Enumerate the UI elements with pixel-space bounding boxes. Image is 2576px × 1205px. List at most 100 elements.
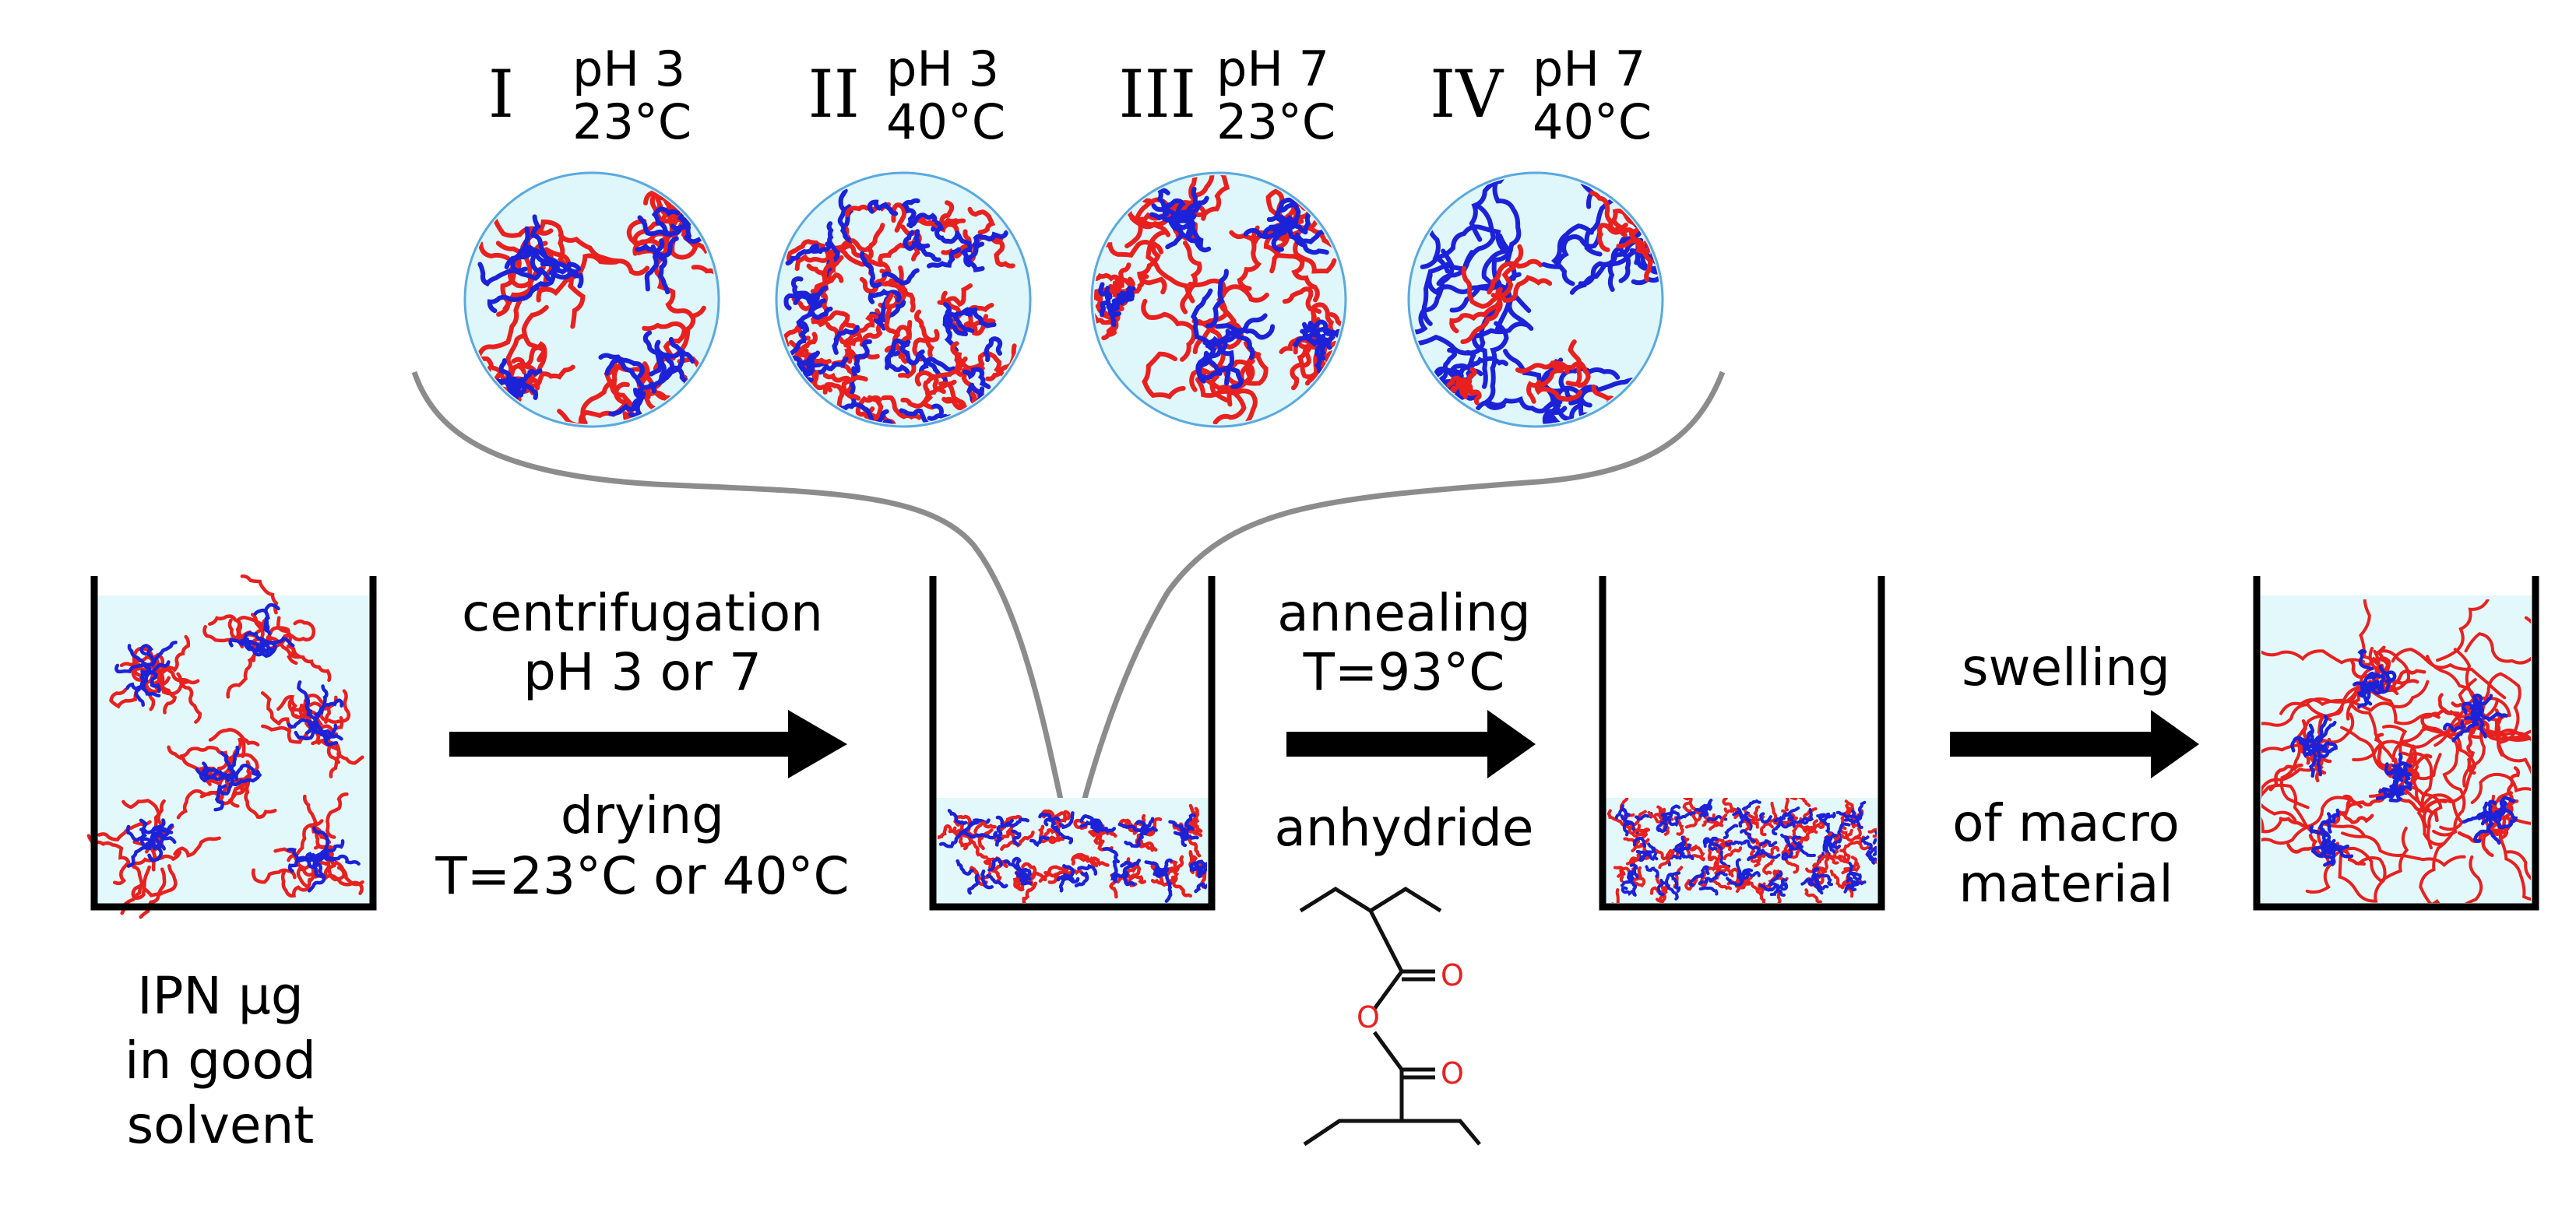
polymer-chain-core xyxy=(1077,863,1098,876)
polymer-chain-core xyxy=(1872,831,1877,845)
polymer-chain-core xyxy=(1867,845,1877,865)
polymer-chain-core xyxy=(1645,865,1659,878)
polymer-chain-core xyxy=(857,419,894,424)
polymer-chain-core xyxy=(127,644,151,676)
polymer-chain-outer xyxy=(898,265,916,313)
polymer-chain-outer xyxy=(850,223,885,253)
polymer-chain-core xyxy=(1173,830,1190,841)
polymer-chain-core xyxy=(637,215,683,237)
network-strand xyxy=(2505,850,2531,880)
polymer-chain-outer xyxy=(516,341,547,368)
polymer-chain-outer xyxy=(1521,423,1581,424)
polymer-chain-core xyxy=(1737,872,1750,883)
polymer-chain-outer xyxy=(2399,798,2439,823)
polymer-chain-core xyxy=(1826,836,1842,850)
polymer-chain-core xyxy=(1726,877,1744,887)
polymer-chain-core xyxy=(139,644,156,667)
polymer-chain-core xyxy=(1487,258,1543,295)
polymer-chain-outer xyxy=(261,724,308,744)
polymer-chain-outer xyxy=(1709,879,1732,891)
polymer-chain-outer xyxy=(1811,852,1829,871)
polymer-chain-core xyxy=(530,262,582,292)
polymer-chain-outer xyxy=(938,200,959,234)
polymer-chain-core xyxy=(1787,817,1808,825)
polymer-chain-core xyxy=(832,325,860,355)
polymer-chain-outer xyxy=(1690,845,1705,862)
polymer-chain-core xyxy=(2472,821,2493,843)
polymer-chain-core xyxy=(1698,877,1718,886)
network-strand xyxy=(2436,599,2490,662)
polymer-chain-core xyxy=(1759,839,1778,848)
polymer-chain-core xyxy=(962,367,991,389)
condition-IV: IV pH 7 40°C xyxy=(1407,40,1664,428)
polymer-chain-core xyxy=(918,357,956,374)
arrow-step3-head xyxy=(2151,710,2199,778)
polymer-chain-core xyxy=(1446,375,1467,392)
polymer-chain-core xyxy=(972,230,1009,248)
polymer-chain-outer xyxy=(950,341,985,371)
polymer-chain-core xyxy=(1534,379,1583,402)
polymer-chain-core xyxy=(867,199,899,216)
polymer-chain-outer xyxy=(794,249,831,272)
condition-IV-temp: 40°C xyxy=(1533,93,1652,150)
network-strand xyxy=(2480,672,2521,744)
network-strand xyxy=(2464,616,2531,665)
polymer-chain-core xyxy=(228,769,261,787)
polymer-chain-outer xyxy=(1723,846,1743,860)
polymer-chain-core xyxy=(853,409,889,424)
polymer-chain-core xyxy=(1614,807,1631,820)
polymer-chain-core xyxy=(1122,869,1136,887)
polymer-chain-outer xyxy=(878,237,917,266)
network-strand xyxy=(2279,715,2332,810)
polymer-chain-core xyxy=(927,247,962,269)
polymer-chain-core xyxy=(2326,840,2354,859)
polymer-chain-core xyxy=(1759,812,1772,824)
polymer-chain-outer xyxy=(1430,406,1466,424)
polymer-chain-outer xyxy=(1142,351,1186,400)
polymer-chain-core xyxy=(1779,821,1798,830)
polymer-chain-outer xyxy=(1728,867,1743,883)
polymer-chain-outer xyxy=(977,828,994,851)
polymer-chain-core xyxy=(1203,350,1244,389)
polymer-chain-core xyxy=(2384,762,2400,780)
polymer-chain-outer xyxy=(2359,656,2391,679)
polymer-chain-core xyxy=(1050,816,1061,833)
polymer-chain-core xyxy=(857,438,886,458)
polymer-chain-core xyxy=(598,353,645,378)
polymer-chain-core xyxy=(1461,265,1501,309)
polymer-chain-core xyxy=(604,357,644,388)
polymer-chain-outer xyxy=(864,413,877,424)
polymer-chain-core xyxy=(1780,833,1793,852)
polymer-chain-outer xyxy=(811,310,850,328)
network-strand xyxy=(2470,772,2531,804)
polymer-chain-outer xyxy=(1022,881,1038,903)
polymer-chain-outer xyxy=(1647,175,1660,226)
polymer-chain-core xyxy=(635,236,679,258)
polymer-chain-core xyxy=(836,402,875,423)
polymer-chain-core xyxy=(787,321,810,357)
polymer-chain-core xyxy=(304,698,323,734)
polymer-chain-core xyxy=(1180,209,1203,251)
polymer-chain-outer xyxy=(1775,888,1782,903)
polymer-chain-outer xyxy=(2437,693,2462,730)
polymer-chain-core xyxy=(995,824,1003,847)
polymer-chain-core xyxy=(644,238,665,292)
polymer-chain-outer xyxy=(1640,244,1660,272)
polymer-chain-outer xyxy=(498,395,513,424)
step1-label-ph: pH 3 or 7 xyxy=(523,642,762,702)
polymer-chain-core xyxy=(796,298,827,330)
polymer-chain-outer xyxy=(179,746,234,762)
polymer-chain-outer xyxy=(1607,809,1624,826)
polymer-chain-core xyxy=(913,229,941,262)
polymer-chain-outer xyxy=(1048,835,1065,845)
polymer-chain-core xyxy=(1074,871,1089,887)
condition-II: II pH 3 40°C xyxy=(775,40,1032,458)
polymer-chain-core xyxy=(1865,850,1877,862)
polymer-chain-outer xyxy=(691,256,716,286)
polymer-chain-core xyxy=(1205,269,1229,328)
polymer-chain-outer xyxy=(139,867,167,919)
polymer-chain-core xyxy=(1589,191,1626,234)
polymer-chain-outer xyxy=(913,309,940,343)
polymer-chain-core xyxy=(307,862,326,893)
polymer-chain-core xyxy=(984,336,1003,363)
